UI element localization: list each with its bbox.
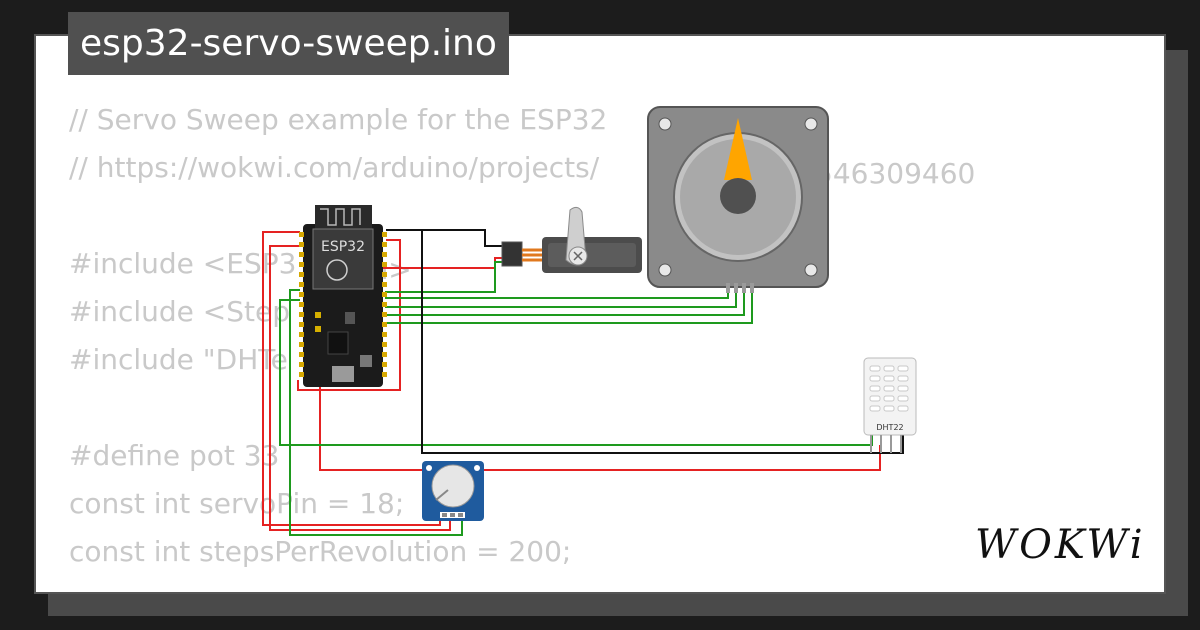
servo-screw-icon bbox=[573, 251, 583, 261]
dht-grille bbox=[869, 365, 909, 412]
wire-red-esp bbox=[297, 239, 401, 391]
code-line: #define pot 33 bbox=[69, 439, 280, 472]
wire-green-stepper-2 bbox=[385, 286, 737, 308]
esp32-left-pins bbox=[299, 232, 304, 377]
wire-black-servo bbox=[412, 229, 514, 247]
code-line: #include <Step bbox=[69, 295, 291, 328]
wire-red-pot bbox=[269, 245, 451, 531]
servo-motor[interactable] bbox=[501, 206, 642, 273]
esp32-board[interactable]: ESP32 bbox=[299, 205, 387, 387]
code-line: // Servo Sweep example for the ESP32 bbox=[69, 103, 608, 136]
wire-green-stepper-4 bbox=[385, 286, 753, 324]
window-title: esp32-servo-sweep.ino bbox=[68, 12, 509, 75]
code-line: #include "DHTe bbox=[69, 343, 288, 376]
wire-green-stepper-3 bbox=[385, 286, 745, 316]
code-line: #include <ESP3 bbox=[69, 247, 297, 280]
espressif-logo-icon bbox=[326, 259, 348, 281]
stepper-pointer bbox=[724, 118, 752, 180]
code-line: const int servoPin = 18; bbox=[69, 487, 405, 520]
servo-cable bbox=[522, 248, 544, 262]
dht22-sensor[interactable]: DHT22 bbox=[863, 357, 917, 453]
esp32-label: ESP32 bbox=[321, 239, 365, 255]
dht-label: DHT22 bbox=[876, 423, 903, 432]
pot-knob-indicator bbox=[435, 489, 449, 501]
usb-port-icon bbox=[332, 366, 354, 382]
esp32-right-pins bbox=[382, 232, 387, 377]
potentiometer[interactable] bbox=[422, 461, 484, 521]
wire-red-servo bbox=[319, 257, 881, 471]
code-line: const int stepsPerRevolution = 200; bbox=[69, 535, 572, 568]
wokwi-logo: WOKWi bbox=[975, 522, 1146, 568]
stepper-motor[interactable] bbox=[647, 106, 829, 293]
wire-green-pot bbox=[289, 289, 463, 536]
code-line: // https://wokwi.com/arduino/projects/ bbox=[69, 151, 600, 184]
code-preview: // Servo Sweep example for the ESP32 // h… bbox=[69, 96, 607, 576]
wire-red-power bbox=[262, 231, 441, 526]
wire-black-gnd bbox=[386, 229, 904, 454]
code-url-suffix: 546309460 bbox=[815, 157, 975, 190]
